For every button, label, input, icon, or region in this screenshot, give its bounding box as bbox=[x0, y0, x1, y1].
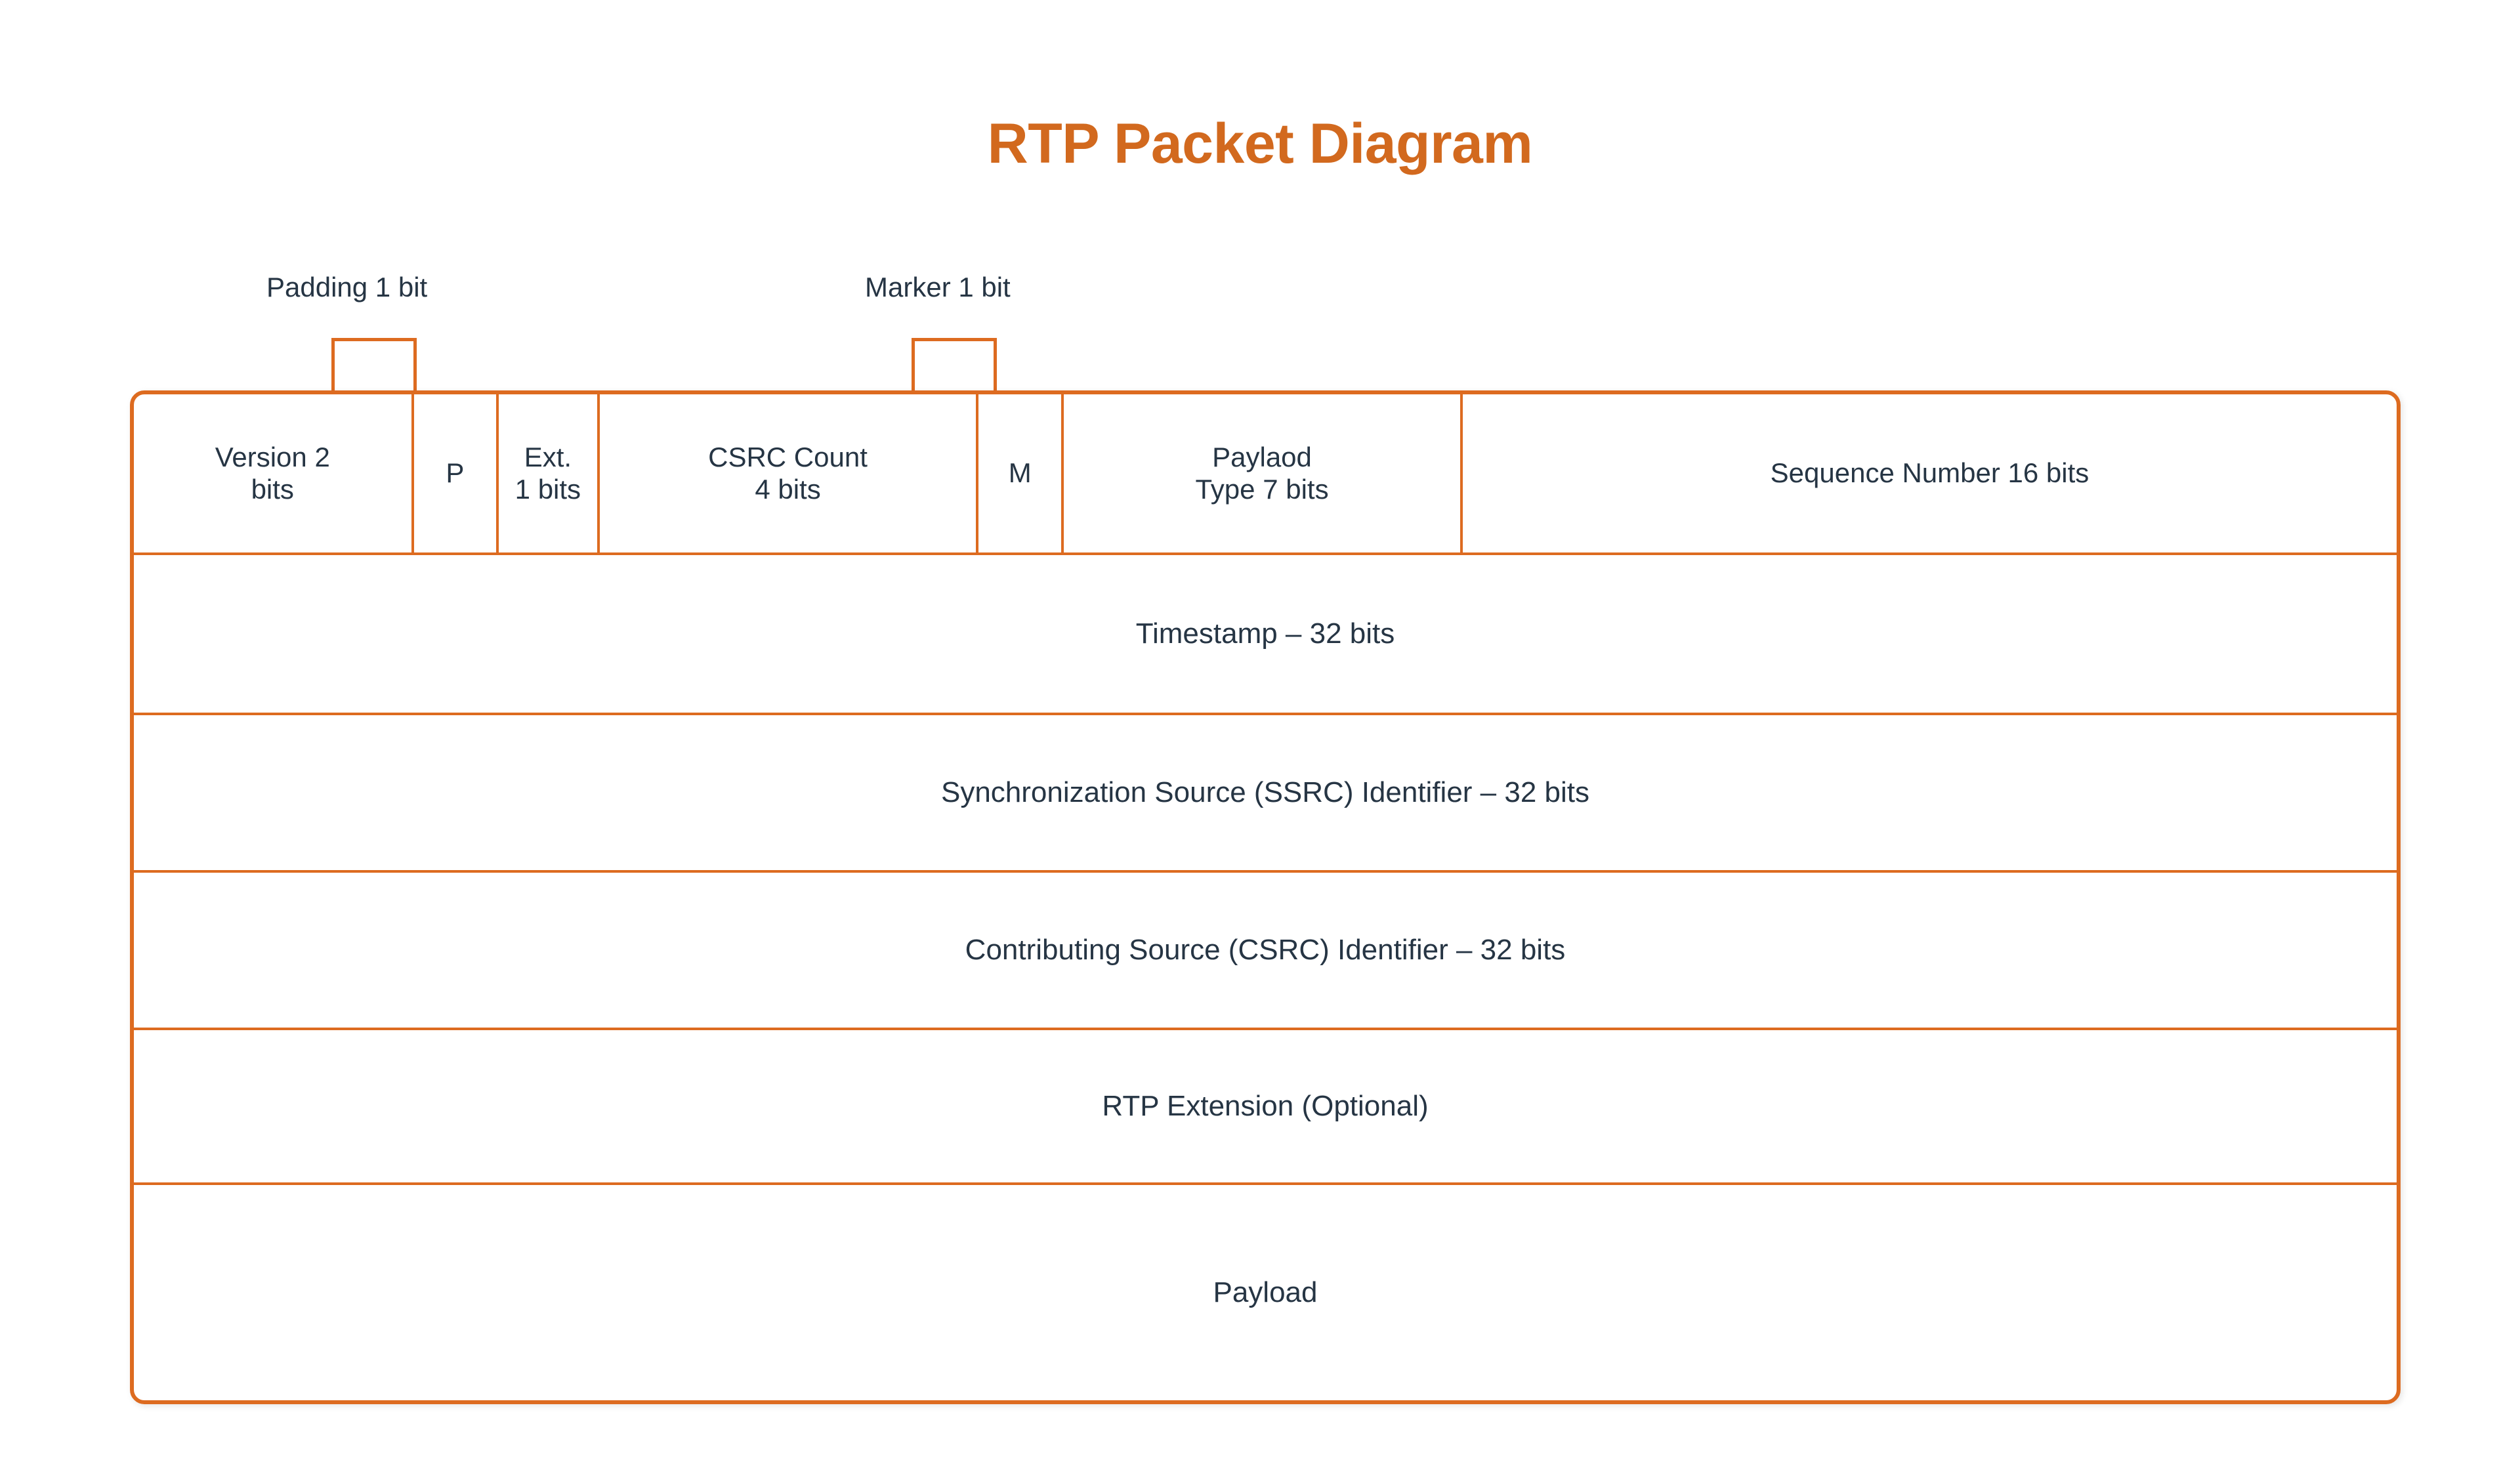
packet-field-payload-type-line1: Paylaod bbox=[1212, 441, 1312, 472]
callout-bracket-padding bbox=[331, 338, 417, 392]
packet-field-sequence-number-label: Sequence Number 16 bits bbox=[1770, 457, 2090, 489]
packet-field-extension: Ext. 1 bits bbox=[499, 394, 600, 552]
packet-row-ssrc: Synchronization Source (SSRC) Identifier… bbox=[134, 715, 2397, 870]
packet-field-csrc-count-line2: 4 bits bbox=[755, 473, 821, 505]
callout-bracket-marker bbox=[912, 338, 997, 392]
packet-row-rtp-extension-label: RTP Extension (Optional) bbox=[1102, 1090, 1429, 1122]
packet-field-payload-type: Paylaod Type 7 bits bbox=[1064, 394, 1463, 552]
packet-row-payload: Payload bbox=[134, 1185, 2397, 1400]
packet-field-sequence-number: Sequence Number 16 bits bbox=[1463, 394, 2397, 552]
row-separator-4 bbox=[134, 1028, 2397, 1030]
packet-field-version-line2: bits bbox=[251, 473, 294, 505]
packet-field-version-line1: Version 2 bbox=[215, 441, 330, 472]
packet-row-timestamp-label: Timestamp – 32 bits bbox=[1135, 617, 1395, 650]
packet-field-csrc-count: CSRC Count 4 bits bbox=[600, 394, 979, 552]
packet-field-payload-type-line2: Type 7 bits bbox=[1195, 473, 1329, 505]
page-title: RTP Packet Diagram bbox=[987, 112, 1533, 175]
packet-row-rtp-extension: RTP Extension (Optional) bbox=[134, 1030, 2397, 1182]
packet-row-csrc: Contributing Source (CSRC) Identifier – … bbox=[134, 873, 2397, 1028]
packet-field-csrc-count-line1: CSRC Count bbox=[708, 441, 868, 472]
packet-field-extension-line1: Ext. bbox=[524, 441, 572, 472]
row-separator-2 bbox=[134, 713, 2397, 715]
packet-field-marker-label: M bbox=[1008, 457, 1032, 489]
row-separator-5 bbox=[134, 1182, 2397, 1185]
packet-row-timestamp: Timestamp – 32 bits bbox=[134, 555, 2397, 713]
packet-field-padding: P bbox=[414, 394, 499, 552]
packet-field-padding-label: P bbox=[446, 457, 465, 489]
packet-field-extension-line2: 1 bits bbox=[514, 473, 581, 505]
rtp-packet-table: Version 2 bits P Ext. 1 bits CSRC Count … bbox=[130, 390, 2401, 1404]
packet-row-csrc-label: Contributing Source (CSRC) Identifier – … bbox=[965, 934, 1566, 966]
packet-row-payload-label: Payload bbox=[1213, 1276, 1318, 1308]
callout-label-marker: Marker 1 bit bbox=[865, 272, 1011, 302]
callout-label-padding: Padding 1 bit bbox=[266, 272, 428, 302]
packet-header-row: Version 2 bits P Ext. 1 bits CSRC Count … bbox=[134, 394, 2397, 552]
packet-field-marker: M bbox=[978, 394, 1064, 552]
row-separator-1 bbox=[134, 552, 2397, 555]
packet-field-version: Version 2 bits bbox=[134, 394, 414, 552]
packet-row-ssrc-label: Synchronization Source (SSRC) Identifier… bbox=[940, 776, 1590, 808]
row-separator-3 bbox=[134, 870, 2397, 873]
